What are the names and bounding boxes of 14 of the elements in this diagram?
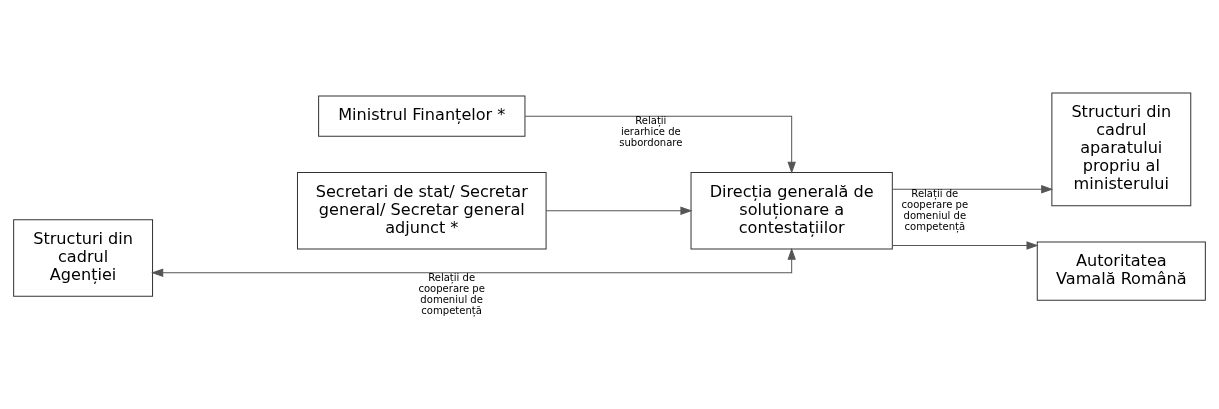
arrow: [524, 115, 796, 174]
node-box: Structuri din cadrul aparatului propriu al ministerului: [1051, 92, 1192, 206]
node-box: Ministrul Finanțelor *: [318, 95, 526, 137]
arrow: [891, 184, 1054, 193]
node-box: Direcția generală de soluționare a contestațiilor: [690, 171, 893, 250]
node-box: Autoritatea Vamală Română: [1036, 241, 1206, 301]
arrow: [151, 247, 796, 277]
arrow: [545, 206, 693, 215]
edge-label: Relații ierarhice de subordonare: [619, 114, 683, 148]
arrow: [891, 240, 1039, 250]
node-box: Secretari de stat/ Secretar general/ Secretar general adjunct *: [296, 171, 547, 250]
node-box: Structuri din cadrul Agenției: [13, 218, 154, 297]
edge-label: Relații de cooperare pe domeniul de competență: [418, 271, 485, 316]
edge-label: Relații de cooperare pe domeniul de competență: [901, 187, 969, 232]
